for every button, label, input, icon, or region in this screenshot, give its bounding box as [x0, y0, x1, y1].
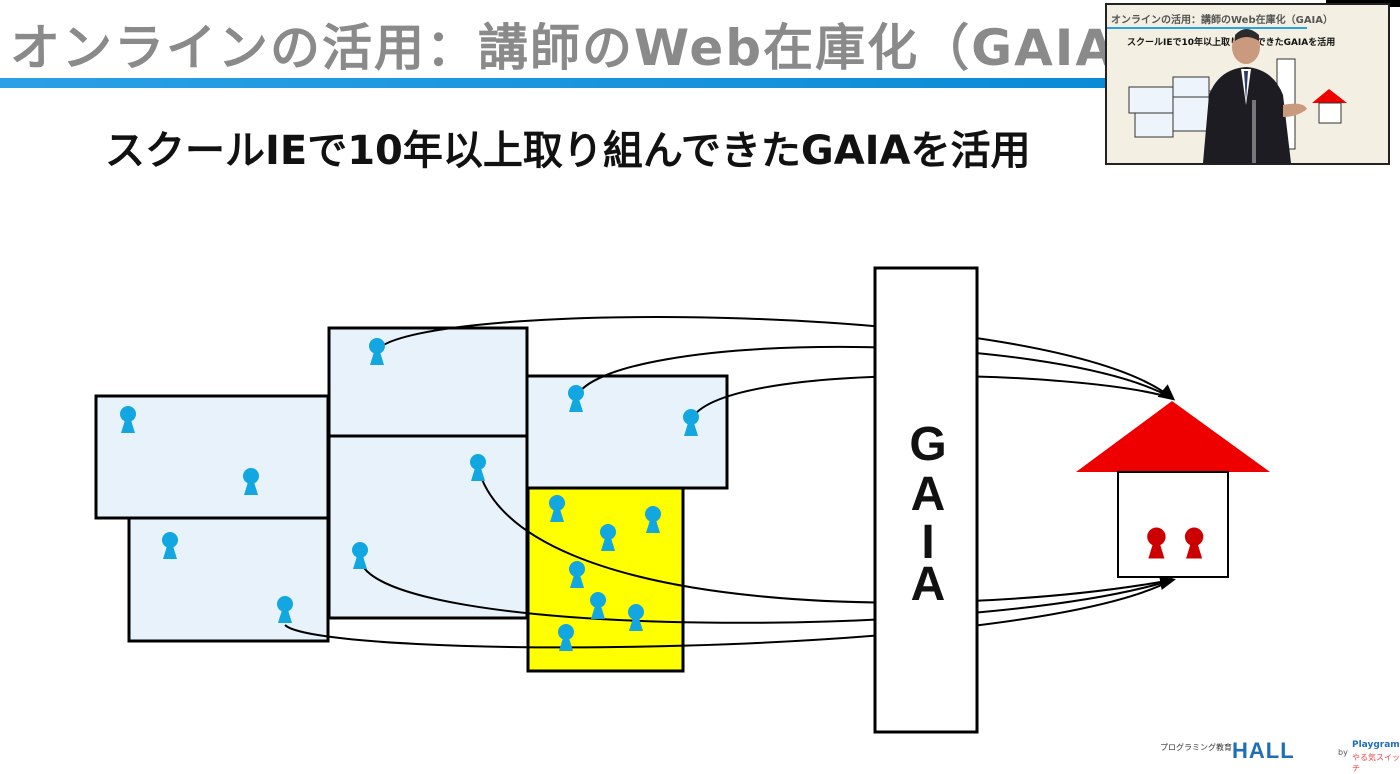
video-camera-icon: [1128, 29, 1347, 163]
house-icon: [1076, 401, 1270, 578]
footer-brand-yaruki: やる気スイッチ: [1352, 753, 1400, 773]
presenter-video-inset[interactable]: オンラインの活用：講師のWeb在庫化（GAIA） スクールIEで10年以上取り組…: [1105, 3, 1390, 165]
svg-text:A: A: [911, 558, 946, 611]
gaia-server: [873, 266, 979, 734]
svg-text:I: I: [921, 516, 934, 569]
inset-title-underline: [1107, 27, 1307, 29]
footer-by: by: [1338, 748, 1348, 757]
school-box: [525, 374, 729, 490]
inset-slide-subtitle: スクールIEで10年以上取り組んできたGAIAを活用: [1127, 38, 1336, 48]
slide-subtitle: スクールIEで10年以上取り組んできたGAIAを活用: [105, 128, 1031, 174]
school-box: [127, 516, 330, 643]
footer-logo: HALL: [1232, 738, 1295, 763]
svg-text:G: G: [909, 418, 946, 471]
slide-title: オンラインの活用：講師のWeb在庫化（GAIA）: [10, 19, 1169, 77]
footer-brand-playgram: Playgram: [1352, 740, 1400, 750]
gaia-label: G A I A: [909, 418, 946, 611]
school-box: [327, 434, 529, 620]
title-underline: [0, 78, 1105, 88]
svg-text:A: A: [911, 468, 946, 521]
school-box: [327, 326, 529, 438]
inset-slide-title: オンラインの活用：講師のWeb在庫化（GAIA）: [1111, 15, 1334, 26]
footer-caption: プログラミング教育: [1160, 743, 1232, 752]
